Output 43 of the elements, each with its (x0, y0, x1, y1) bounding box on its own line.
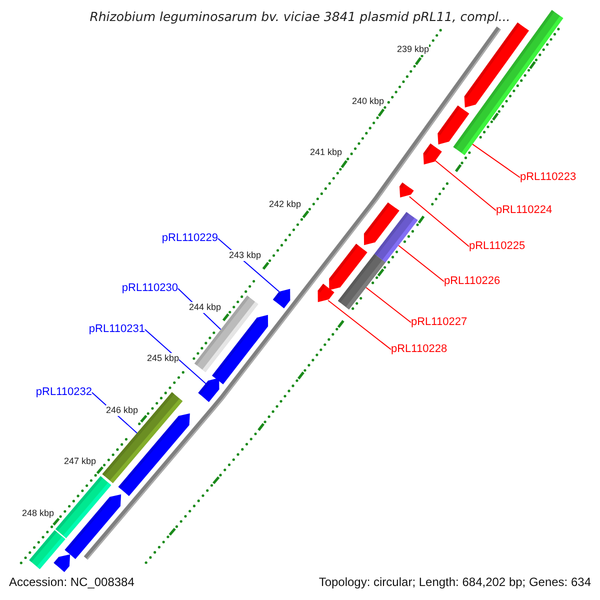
scale-label: 240 kbp (352, 96, 384, 106)
gene-bar (212, 314, 268, 384)
leader-line (408, 196, 470, 247)
gene-bar (399, 182, 414, 198)
leader-line (366, 286, 412, 323)
gene-bar (423, 143, 442, 165)
leader-line (434, 160, 496, 211)
gene-bar (318, 284, 334, 302)
scale-label: 247 kbp (64, 456, 96, 467)
gene-bar (438, 105, 470, 145)
leader-line (328, 300, 392, 350)
summary-text: Topology: circular; Length: 684,202 bp; Genes: 634 (318, 574, 592, 590)
gene-bar (272, 288, 290, 308)
gene-label: pRL110227 (411, 316, 468, 329)
leader-line (398, 244, 444, 282)
scale-label: 242 kbp (269, 198, 302, 210)
scale-label: 239 kbp (397, 44, 430, 55)
scale-label: 244 kbp (189, 302, 222, 312)
map-title: Rhizobium leguminosarum bv. viciae 3841 plasmid pRL11, compl... (88, 8, 512, 26)
gene-label: pRL110232 (36, 386, 92, 399)
scale-label: 245 kbp (147, 353, 180, 364)
gene-label: pRL110226 (444, 275, 500, 288)
gene-label: pRL110225 (469, 240, 526, 253)
gene-bar (118, 413, 190, 496)
scale-label: 248 kbp (22, 508, 54, 518)
scale-label: 241 kbp (310, 147, 342, 158)
gene-bar (338, 254, 386, 310)
gene-label: pRL110223 (520, 171, 576, 184)
leader-line (144, 329, 206, 384)
accession-text: Accession: NC_008384 (8, 574, 136, 590)
gene-bar (54, 554, 70, 572)
leader-line (472, 144, 520, 178)
gene-bar (374, 212, 418, 262)
gene-label: pRL110231 (88, 323, 145, 336)
gene-bar (198, 378, 220, 402)
gene-label: pRL110224 (496, 204, 552, 217)
gene-bar (64, 494, 122, 559)
gene-label: pRL110229 (162, 232, 218, 245)
scale-label: 246 kbp (106, 404, 138, 416)
gene-label: pRL110230 (122, 282, 178, 295)
scale-label: 243 kbp (229, 250, 262, 261)
gene-label: pRL110228 (391, 343, 448, 356)
gene-bar (453, 10, 564, 156)
